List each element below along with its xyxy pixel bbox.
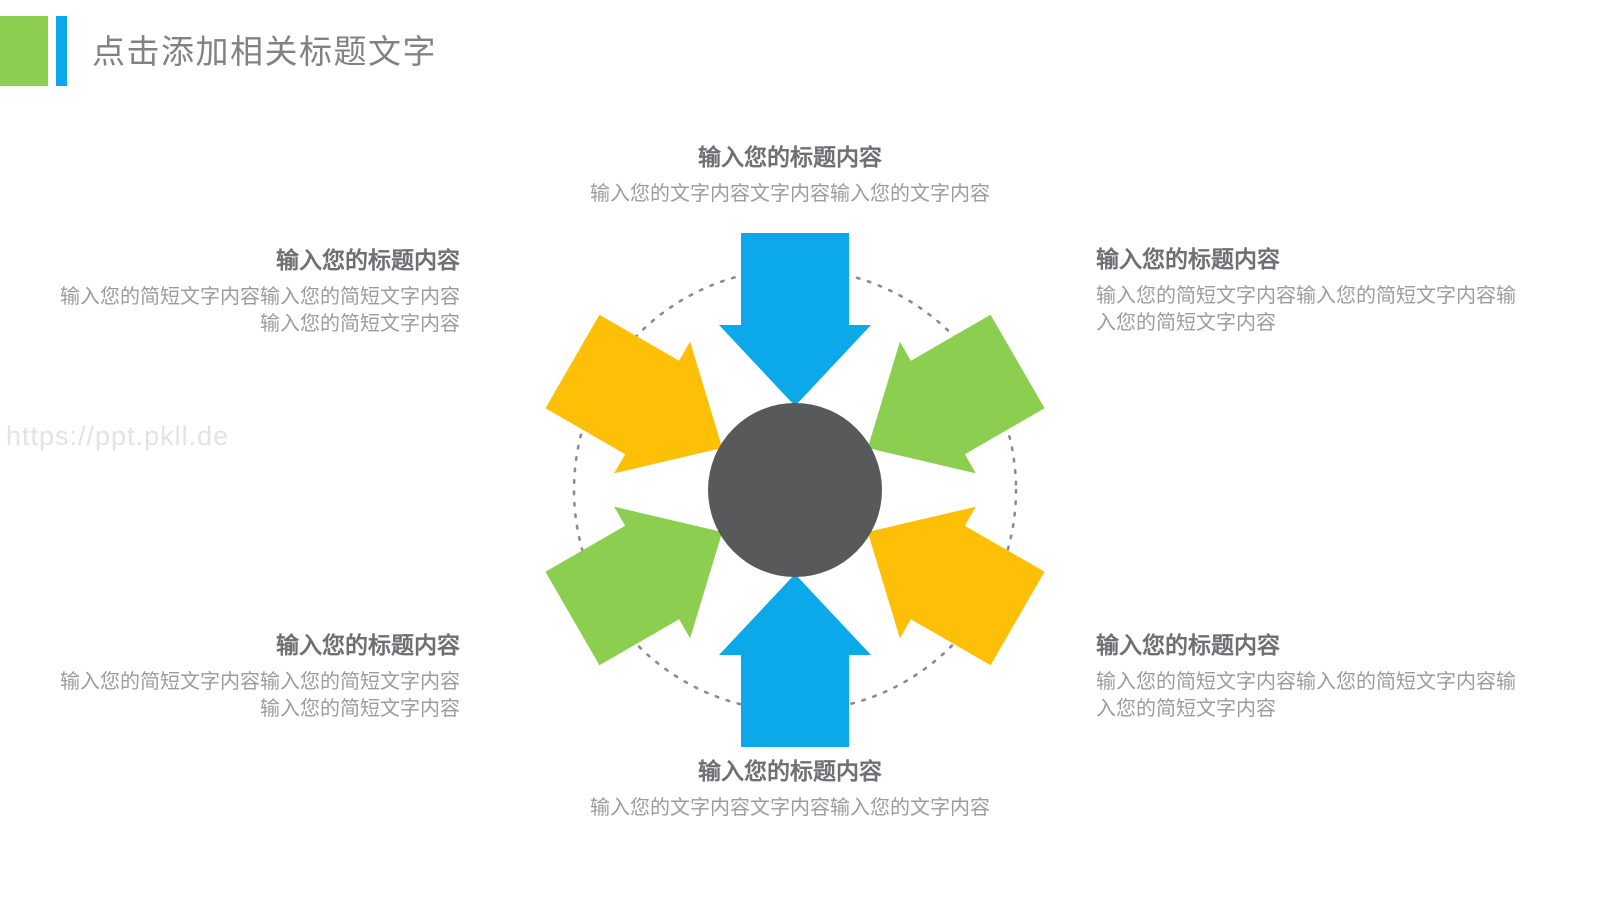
header-blue-accent-bar [56,16,67,86]
callout-left-top-title: 输入您的标题内容 [276,247,460,273]
callout-top-title: 输入您的标题内容 [698,144,882,170]
callout-right-bottom-body: 输入您的简短文字内容输入您的简短文字内容输入您的简短文字内容 [1096,671,1516,720]
callout-bottom: 输入您的标题内容 输入您的文字内容文字内容输入您的文字内容 [585,754,995,822]
page-title: 点击添加相关标题文字 [92,33,437,70]
callout-right-top-title: 输入您的标题内容 [1096,246,1280,272]
callout-left-top-body: 输入您的简短文字内容输入您的简短文字内容输入您的简短文字内容 [60,286,460,335]
callout-right-bottom-title: 输入您的标题内容 [1096,632,1280,658]
header-green-accent-block [0,16,48,86]
callout-right-bottom: 输入您的标题内容 输入您的简短文字内容输入您的简短文字内容输入您的简短文字内容 [1096,628,1516,723]
arrow-lower-left [545,506,723,666]
arrow-upper-right [867,314,1045,474]
callout-left-top: 输入您的标题内容 输入您的简短文字内容输入您的简短文字内容输入您的简短文字内容 [45,243,460,338]
watermark-url: https://ppt.pkll.de [6,421,230,451]
slide-header: 点击添加相关标题文字 [0,0,1600,110]
callout-left-bottom-title: 输入您的标题内容 [276,632,460,658]
callout-bottom-body: 输入您的文字内容文字内容输入您的文字内容 [590,797,990,819]
center-hub-circle [708,403,882,577]
arrow-bottom [719,574,871,747]
callout-right-top: 输入您的标题内容 输入您的简短文字内容输入您的简短文字内容输入您的简短文字内容 [1096,242,1516,337]
arrow-top [719,233,871,406]
callout-top: 输入您的标题内容 输入您的文字内容文字内容输入您的文字内容 [585,140,995,208]
arrow-upper-left [545,314,723,474]
callout-right-top-body: 输入您的简短文字内容输入您的简短文字内容输入您的简短文字内容 [1096,285,1516,334]
callout-left-bottom: 输入您的标题内容 输入您的简短文字内容输入您的简短文字内容输入您的简短文字内容 [45,628,460,723]
arrow-lower-right [867,506,1045,666]
cycle-diagram [520,215,1070,765]
callout-top-body: 输入您的文字内容文字内容输入您的文字内容 [590,183,990,205]
callout-bottom-title: 输入您的标题内容 [698,758,882,784]
callout-left-bottom-body: 输入您的简短文字内容输入您的简短文字内容输入您的简短文字内容 [60,671,460,720]
